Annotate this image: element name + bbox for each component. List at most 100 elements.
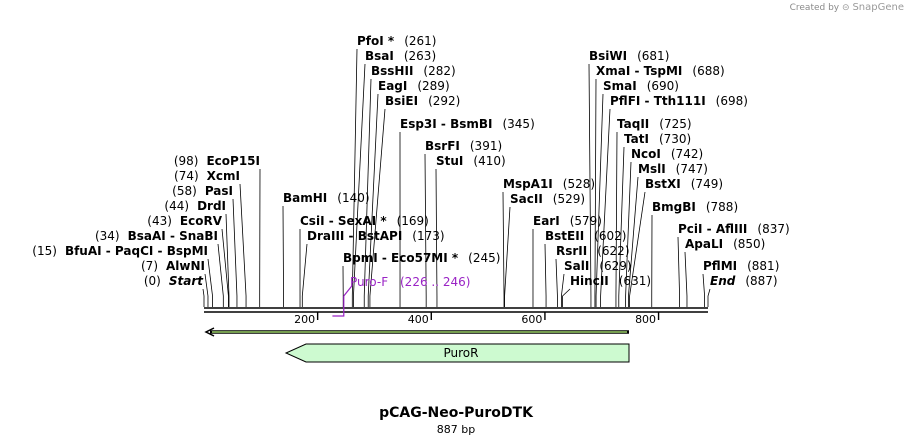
restriction-site[interactable]: PflMI(881) (703, 259, 779, 273)
site-name: BmgBI (652, 200, 696, 214)
site-position: (681) (637, 49, 669, 63)
restriction-site[interactable]: PfoI *(261) (357, 34, 436, 48)
site-position: (528) (563, 177, 595, 191)
restriction-site[interactable]: BfuAI - PaqCI - BspMI(15) (32, 244, 208, 258)
site-name: BsiEI (385, 94, 418, 108)
restriction-site[interactable]: PflFI - Tth111I(698) (610, 94, 748, 108)
primer-range: (226 .. 246) (400, 275, 470, 289)
restriction-site[interactable]: BamHI (140) (283, 191, 370, 205)
restriction-site[interactable]: PciI - AflIII(837) (678, 222, 790, 236)
site-position: (749) (691, 177, 723, 191)
restriction-site[interactable]: PasI(58) (172, 184, 233, 198)
site-leader-line (367, 93, 379, 307)
site-position: (690) (647, 79, 679, 93)
site-leader-line (282, 205, 284, 307)
site-name: DrdI (197, 199, 226, 213)
site-position: (98) (174, 154, 199, 168)
site-leader-line (702, 273, 705, 307)
site-name: BssHII (371, 64, 413, 78)
restriction-site[interactable]: StuI(410) (436, 154, 506, 168)
restriction-site[interactable]: RsrII(622) (556, 244, 630, 258)
restriction-site[interactable]: Esp3I - BsmBI(345) (400, 117, 535, 131)
site-name: EagI (378, 79, 407, 93)
site-leader-line (424, 153, 427, 307)
site-name: BsaI (365, 49, 394, 63)
ruler-tick-label: 800 (635, 313, 656, 326)
credit-brand: SnapGene (852, 2, 904, 13)
site-name: BamHI (283, 191, 327, 205)
site-leader-line (225, 213, 230, 307)
restriction-site[interactable]: EagI(289) (378, 79, 450, 93)
restriction-site[interactable]: BsaAI - SnaBI(34) (95, 229, 218, 243)
site-leader-line (618, 146, 625, 307)
restriction-site[interactable]: DrdI (44) (164, 199, 226, 213)
primer-puro-f[interactable]: Puro-F (226 .. 246) (332, 275, 470, 317)
restriction-site[interactable]: BpmI - Eco57MI *(245) (343, 251, 500, 265)
site-position: (881) (747, 259, 779, 273)
site-name: ApaLI (685, 237, 723, 251)
restriction-site[interactable]: HincII(631) (570, 274, 651, 288)
site-leader-line (369, 108, 386, 307)
site-leader-line (595, 93, 604, 307)
site-name: NcoI (631, 147, 661, 161)
site-name: EcoRV (180, 214, 223, 228)
restriction-site[interactable]: SacII(529) (510, 192, 585, 206)
restriction-site[interactable]: End(887) (710, 274, 778, 288)
restriction-site[interactable]: Start(0) (144, 274, 204, 288)
site-leader-line (363, 78, 372, 307)
feature-puror[interactable]: PuroR (284, 343, 630, 363)
restriction-site[interactable]: BsaI(263) (365, 49, 436, 63)
restriction-site[interactable]: BstXI(749) (645, 177, 723, 191)
site-position: (631) (619, 274, 651, 288)
feature-name: PuroR (444, 346, 479, 360)
restriction-site[interactable]: MspA1I (528) (503, 177, 595, 191)
site-position: (44) (164, 199, 189, 213)
restriction-site[interactable]: EcoP15I (98) (174, 154, 260, 168)
restriction-site[interactable]: CsiI - SexAI *(169) (300, 214, 429, 228)
restriction-site[interactable]: SmaI(690) (603, 79, 679, 93)
restriction-site[interactable]: ApaLI(850) (685, 237, 765, 251)
site-position: (140) (337, 191, 369, 205)
site-position: (837) (757, 222, 789, 236)
site-name: MspA1I (503, 177, 553, 191)
site-leader-line (562, 288, 571, 307)
restriction-site[interactable]: XcmI(74) (174, 169, 240, 183)
site-leader-line (600, 108, 611, 307)
site-name: XcmI (207, 169, 240, 183)
restriction-site[interactable]: BsrFI(391) (425, 139, 502, 153)
restriction-site[interactable]: SalI(629) (564, 259, 632, 273)
restriction-site[interactable]: AlwNI(7) (141, 259, 205, 273)
restriction-site[interactable]: BsiEI (292) (385, 94, 460, 108)
site-name: EcoP15I (206, 154, 260, 168)
credit-prefix: Created by (789, 3, 840, 13)
restriction-site[interactable]: BssHII (282) (371, 64, 456, 78)
restriction-site[interactable]: EcoRV(43) (147, 214, 222, 228)
site-name: BfuAI - PaqCI - BspMI (65, 244, 208, 258)
site-leader-line (588, 63, 592, 307)
site-leader-line (561, 273, 565, 307)
primer-name: Puro-F (350, 275, 388, 289)
site-position: (292) (428, 94, 460, 108)
site-leader-line (504, 206, 511, 307)
restriction-site[interactable]: TaqII(725) (617, 117, 692, 131)
restriction-site[interactable]: XmaI - TspMI(688) (596, 64, 725, 78)
site-position: (345) (502, 117, 534, 131)
restriction-site[interactable]: NcoI(742) (631, 147, 703, 161)
restriction-site[interactable]: BmgBI(788) (652, 200, 738, 214)
site-name: BsaAI - SnaBI (128, 229, 218, 243)
site-name: SacII (510, 192, 543, 206)
site-name: StuI (436, 154, 463, 168)
site-name: XmaI - TspMI (596, 64, 682, 78)
restriction-site[interactable]: BsiWI(681) (589, 49, 669, 63)
site-position: (282) (423, 64, 455, 78)
restriction-site[interactable]: TatI(730) (624, 132, 691, 146)
restriction-site[interactable]: BstEII(602) (545, 229, 626, 243)
site-name: TaqII (617, 117, 649, 131)
site-leader-line (707, 288, 711, 307)
site-leader-line (204, 273, 209, 307)
site-leader-line (544, 243, 547, 307)
restriction-site[interactable]: MslI(747) (638, 162, 708, 176)
site-position: (629) (599, 259, 631, 273)
restriction-site[interactable]: DraIII - BstAPI(173) (307, 229, 445, 243)
restriction-site[interactable]: EarI(579) (533, 214, 602, 228)
